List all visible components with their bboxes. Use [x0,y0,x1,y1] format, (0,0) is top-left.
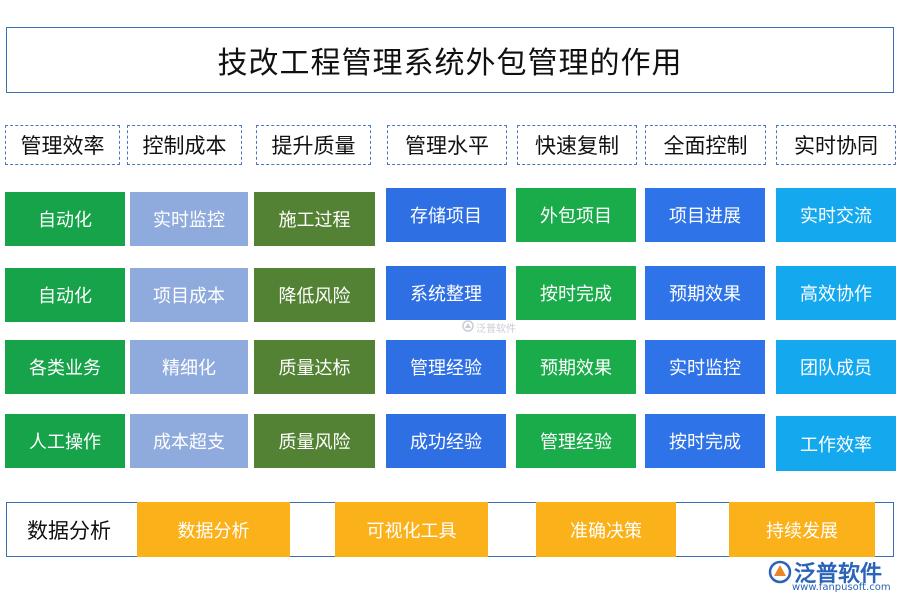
cell-2-2: 质量达标 [254,340,375,394]
title-box: 技改工程管理系统外包管理的作用 [6,27,894,93]
cell-4-0: 外包项目 [516,188,636,242]
cell-0-1: 自动化 [5,268,125,322]
cell-6-0: 实时交流 [776,188,896,242]
cell-4-3: 管理经验 [516,414,636,468]
cell-2-1: 降低风险 [254,268,375,322]
header-cost-control: 控制成本 [127,125,242,165]
cell-4-1: 按时完成 [516,266,636,320]
cell-1-3: 成本超支 [130,414,248,468]
bottom-item-2: 准确决策 [536,502,676,557]
cell-1-1: 项目成本 [130,268,248,322]
cell-4-2: 预期效果 [516,340,636,394]
cell-1-0: 实时监控 [130,192,248,246]
cell-6-2: 团队成员 [776,340,896,394]
cell-5-0: 项目进展 [645,188,765,242]
bottom-item-3: 持续发展 [729,502,875,557]
page-title: 技改工程管理系统外包管理的作用 [217,46,683,81]
bottom-item-1: 可视化工具 [335,502,488,557]
cell-0-3: 人工操作 [5,414,125,468]
cell-3-2: 管理经验 [386,340,506,394]
cell-3-3: 成功经验 [386,414,506,468]
header-quality: 提升质量 [256,125,371,165]
watermark-text: 泛普软件 [476,324,516,335]
cell-3-1: 系统整理 [386,266,506,320]
brand-logo-text: 泛普软件 [794,562,883,587]
brand-logo: 泛普软件 www.fanpusoft.com [768,556,896,596]
header-full-control: 全面控制 [645,125,766,165]
brand-logo-icon [768,560,792,584]
cell-5-2: 实时监控 [645,340,765,394]
watermark-logo-icon [462,320,474,335]
cell-2-3: 质量风险 [254,414,375,468]
cell-1-2: 精细化 [130,340,248,394]
header-management-efficiency: 管理效率 [5,125,120,165]
cell-5-1: 预期效果 [645,266,765,320]
cell-5-3: 按时完成 [645,414,765,468]
brand-logo-url: www.fanpusoft.com [792,582,891,593]
center-watermark: 泛普软件 [462,320,516,335]
bottom-item-0: 数据分析 [137,502,290,557]
header-realtime-collab: 实时协同 [776,125,896,165]
cell-0-0: 自动化 [5,192,125,246]
cell-6-3: 工作效率 [776,416,896,471]
cell-0-2: 各类业务 [5,340,125,394]
header-fast-copy: 快速复制 [517,125,637,165]
header-management-level: 管理水平 [387,125,507,165]
bottom-label: 数据分析 [27,518,111,543]
cell-6-1: 高效协作 [776,266,896,320]
cell-3-0: 存储项目 [386,188,506,242]
cell-2-0: 施工过程 [254,192,375,246]
